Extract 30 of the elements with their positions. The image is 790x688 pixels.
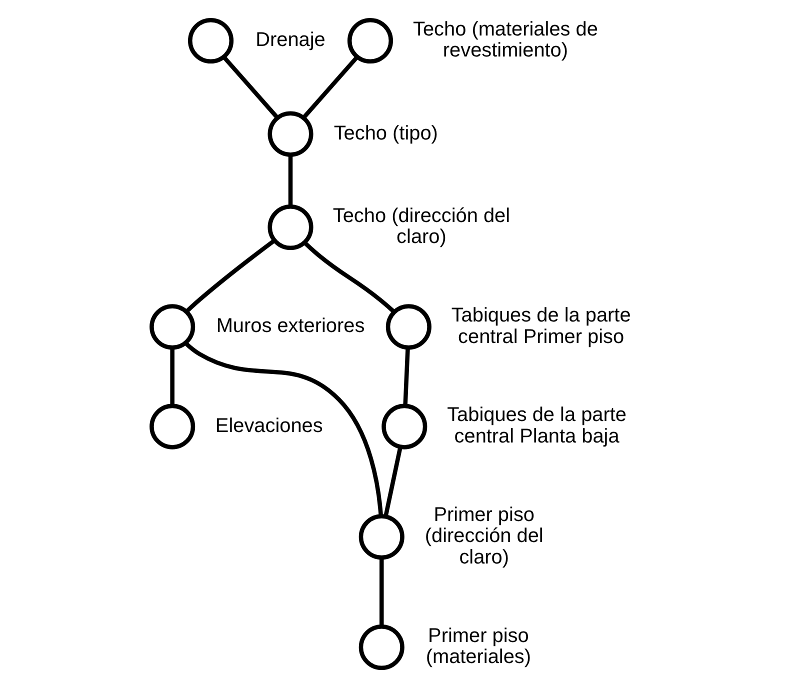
- connector: [288, 155, 292, 206]
- connector: [170, 348, 174, 406]
- node-circle: [358, 624, 404, 670]
- node-label: Elevaciones: [214, 414, 322, 437]
- connector: [222, 56, 278, 119]
- node-circle: [149, 404, 195, 450]
- connector: [184, 342, 383, 516]
- node-circle: [358, 514, 404, 560]
- node-label: Tabiques de la parte central Planta baja: [446, 404, 626, 448]
- node-circle: [385, 304, 431, 350]
- connector: [302, 241, 395, 314]
- node-circle: [267, 111, 313, 157]
- node-circle: [346, 18, 392, 64]
- node-circle: [267, 204, 313, 250]
- node-label: Techo (materiales de revestimiento): [412, 18, 598, 62]
- node-circle: [149, 304, 195, 350]
- node-label: Primer piso (dirección del claro): [424, 504, 543, 569]
- node-label: Techo (dirección del claro): [332, 204, 510, 248]
- node-label: Muros exteriores: [216, 315, 364, 338]
- node-label: Drenaje: [255, 29, 325, 52]
- connector: [302, 56, 358, 119]
- node-label: Primer piso (materiales): [425, 624, 531, 668]
- connector: [378, 558, 384, 626]
- node-circle: [188, 18, 234, 64]
- node-circle: [381, 404, 427, 450]
- node-label: Tabiques de la parte central Primer piso: [450, 304, 630, 348]
- connector: [402, 348, 410, 406]
- node-label: Techo (tipo): [333, 122, 438, 144]
- connector: [184, 239, 275, 314]
- connector: [383, 446, 402, 517]
